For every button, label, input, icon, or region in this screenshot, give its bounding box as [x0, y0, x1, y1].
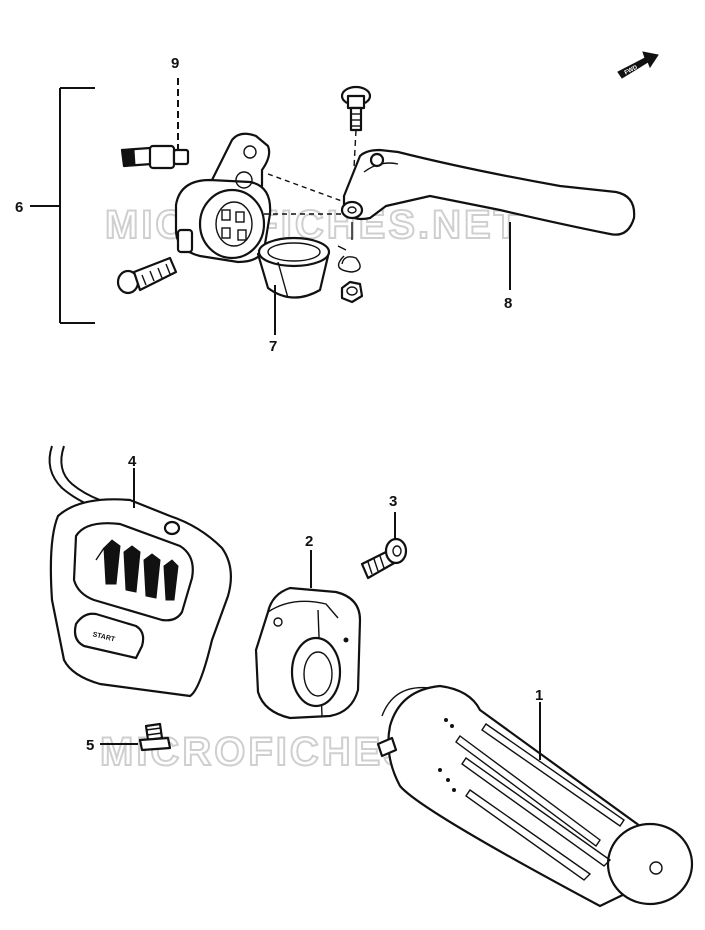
part-2-clamp — [254, 586, 362, 720]
part-9-switch — [120, 144, 190, 170]
callout-1: 1 — [535, 687, 543, 704]
callout-6: 6 — [15, 199, 23, 216]
bracket-6 — [30, 87, 95, 324]
callout-2: 2 — [305, 533, 313, 550]
part-4-switch-housing: START — [48, 445, 233, 698]
part-8-lever — [340, 148, 636, 240]
callout-7: 7 — [269, 338, 277, 355]
part-5-screw — [138, 722, 172, 752]
callout-9: 9 — [171, 55, 179, 72]
bracket-bolt — [116, 256, 178, 295]
part-6-lever-bracket — [174, 132, 272, 264]
pivot-hardware — [337, 85, 372, 304]
forward-arrow-icon: FWD — [617, 51, 659, 79]
part-7-bushing — [256, 236, 331, 299]
callout-4: 4 — [128, 453, 137, 470]
callout-8: 8 — [504, 295, 512, 312]
callout-3: 3 — [389, 493, 397, 510]
part-1-grip — [376, 684, 694, 908]
part-3-bolt — [360, 537, 408, 580]
callout-5: 5 — [86, 737, 94, 754]
